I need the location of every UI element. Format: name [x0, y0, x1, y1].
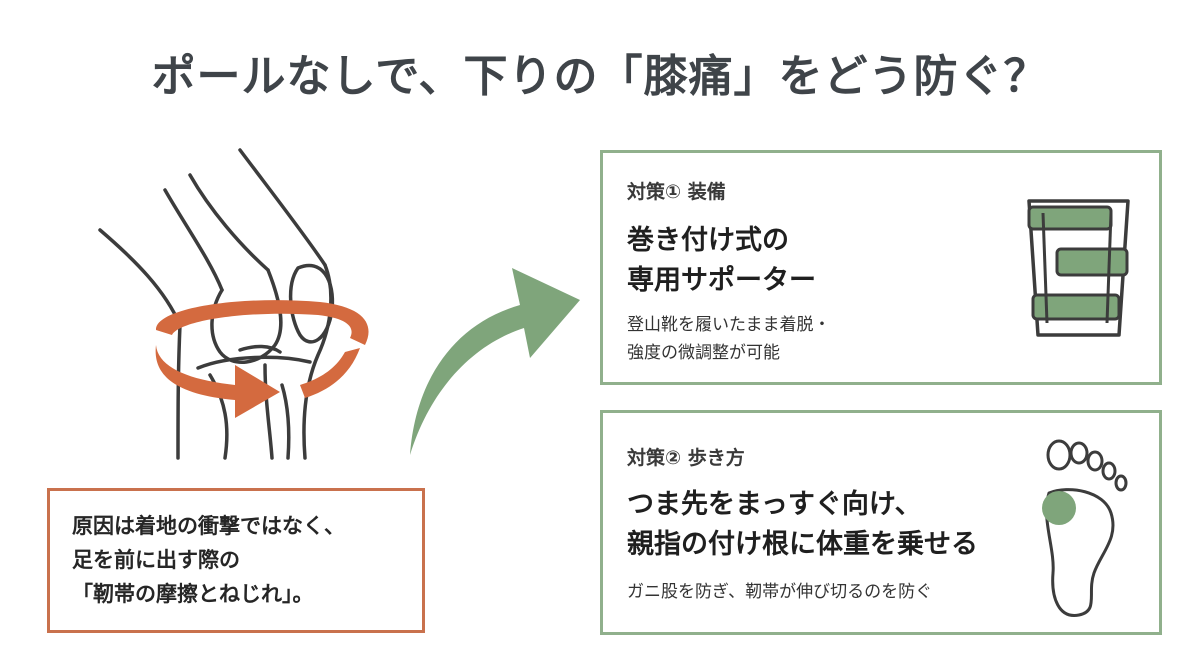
measure-headline-line-1: つま先をまっすぐ向け、 [627, 489, 922, 520]
curved-arrow-icon [410, 268, 580, 455]
page-title: ポールなしで、下りの「膝痛」をどう防ぐ？ [151, 51, 1049, 102]
knee-joint-icon [98, 148, 369, 460]
measure-description: 登山靴を履いたまま着脱・ 強度の微調整が可能 [627, 311, 831, 367]
measure-label: 対策① 装備 [627, 181, 726, 203]
cause-line-3: 「靭帯の摩擦とねじれ」。 [72, 582, 314, 606]
measure-label: 対策② 歩き方 [627, 447, 745, 469]
cause-box: 原因は着地の衝撃ではなく、 足を前に出す際の 「靭帯の摩擦とねじれ」。 [47, 488, 425, 633]
measure-desc-line-1: 登山靴を履いたまま着脱・ [627, 315, 831, 335]
footprint-icon [1042, 439, 1128, 617]
knee-brace-icon [1027, 199, 1130, 337]
rotation-arrow-icon [155, 300, 369, 418]
measure-description: ガニ股を防ぎ、靭帯が伸び切るのを防ぐ [627, 578, 932, 606]
measure-headline-line-2: 専用サポーター [627, 265, 816, 296]
measure-panel-equipment: 対策① 装備 巻き付け式の 専用サポーター 登山靴を履いたまま着脱・ 強度の微調… [600, 150, 1162, 385]
measure-headline: 巻き付け式の 専用サポーター [627, 221, 816, 301]
measure-headline: つま先をまっすぐ向け、 親指の付け根に体重を乗せる [627, 485, 978, 565]
measure-desc-line-1: ガニ股を防ぎ、靭帯が伸び切るのを防ぐ [627, 582, 933, 602]
measure-headline-line-2: 親指の付け根に体重を乗せる [627, 529, 978, 560]
measure-panel-walking: 対策② 歩き方 つま先をまっすぐ向け、 親指の付け根に体重を乗せる ガニ股を防ぎ… [600, 410, 1162, 635]
cause-line-1: 原因は着地の衝撃ではなく、 [72, 514, 345, 538]
measure-desc-line-2: 強度の微調整が可能 [627, 343, 780, 363]
cause-line-2: 足を前に出す際の [72, 548, 240, 572]
measure-headline-line-1: 巻き付け式の [627, 225, 789, 256]
